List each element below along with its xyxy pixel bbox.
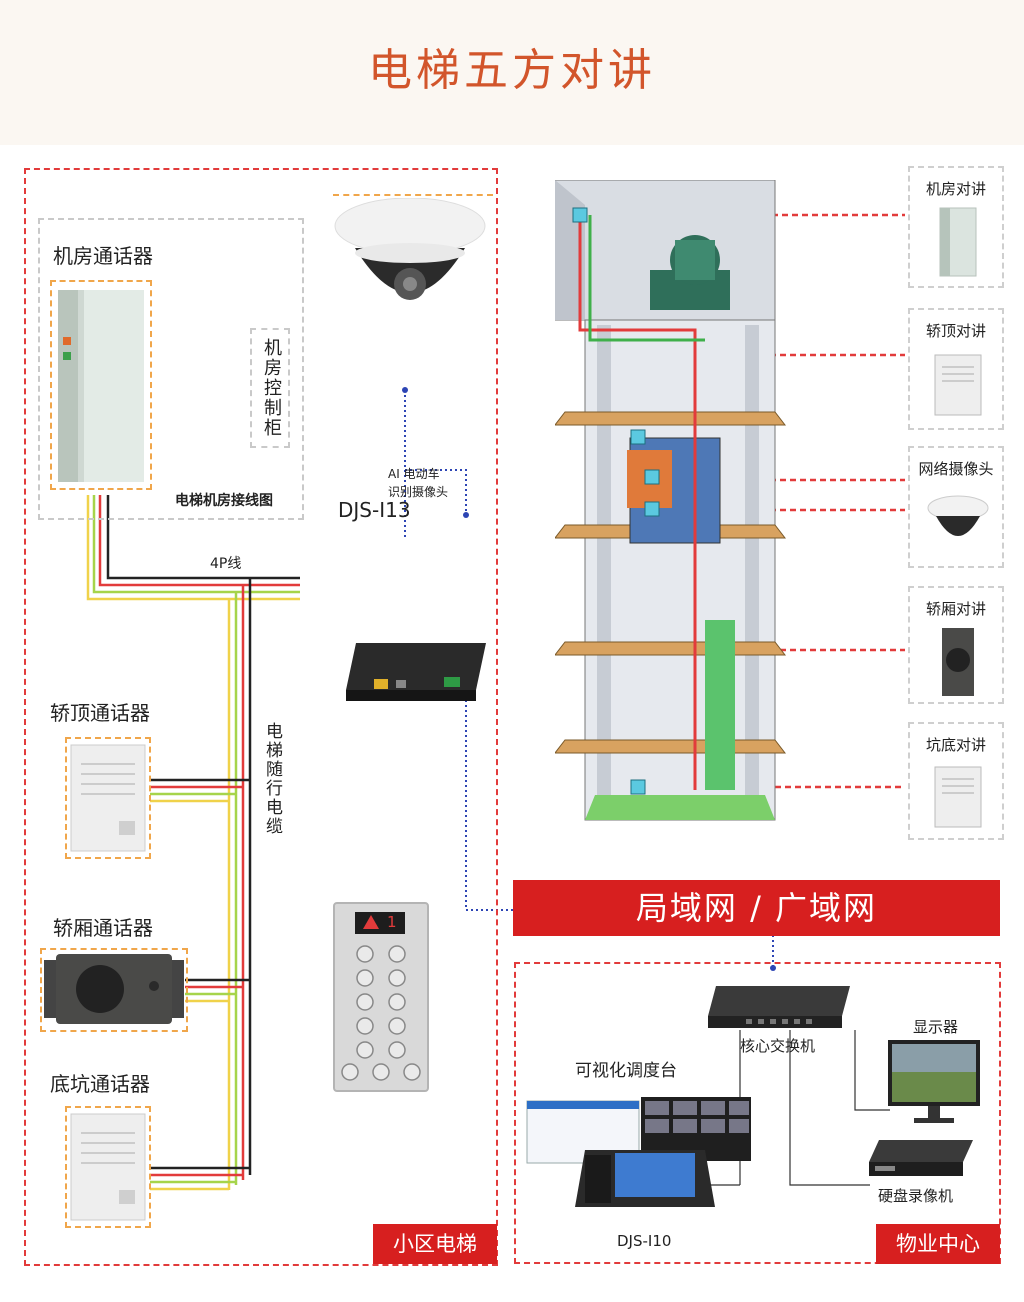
console-label: 可视化调度台 — [575, 1061, 677, 1081]
car-phone-device — [40, 948, 188, 1032]
travel-cable-label: 电梯随行电缆 — [262, 722, 282, 836]
elevator-button-panel: 1 — [333, 902, 429, 1092]
community-elevator-panel — [24, 168, 498, 1266]
network-banner: 局域网 / 广域网 — [513, 880, 1000, 936]
right-device-pit: 坑底对讲 — [908, 722, 1004, 840]
pit-intercom-icon — [934, 766, 982, 828]
right-device-label: 轿厢对讲 — [925, 600, 986, 618]
right-device-car: 轿厢对讲 — [908, 586, 1004, 704]
dispatch-console-icon — [526, 1097, 751, 1207]
machine-room-phone-label: 机房通话器 — [53, 244, 153, 268]
right-device-label: 网络摄像头 — [918, 460, 994, 478]
car-intercom-icon — [942, 628, 974, 696]
floor-number: 1 — [387, 913, 397, 931]
machine-room-phone-icon — [58, 290, 144, 482]
car-top-phone-label: 轿顶通话器 — [50, 701, 150, 725]
phone-model-label: DJS-I10 — [617, 1232, 672, 1250]
camera-caption-line2: 识别摄像头 — [388, 485, 449, 499]
car-phone-icon — [44, 954, 184, 1024]
network-gateway-icon — [346, 643, 486, 701]
monitor-label: 显示器 — [913, 1018, 959, 1036]
right-device-car-top: 轿顶对讲 — [908, 308, 1004, 430]
page-title: 电梯五方对讲 — [368, 45, 656, 96]
right-device-network-camera: 网络摄像头 — [908, 446, 1004, 568]
right-device-machine-room: 机房对讲 — [908, 166, 1004, 288]
property-center-panel — [514, 962, 1001, 1264]
camera-frame-top — [333, 194, 493, 196]
community-elevator-tag: 小区电梯 — [373, 1224, 497, 1264]
camera-model: DJS-I13 — [338, 498, 411, 522]
nvr-label: 硬盘录像机 — [878, 1187, 954, 1205]
elevator-shaft-illustration — [555, 180, 787, 821]
nvr-icon — [869, 1140, 973, 1176]
pit-phone-device — [65, 1106, 151, 1228]
pit-phone-icon — [70, 1113, 146, 1221]
car-top-intercom-icon — [934, 354, 982, 416]
right-device-label: 坑底对讲 — [925, 736, 986, 754]
wiring-caption: 电梯机房接线图 — [175, 493, 273, 509]
control-cabinet-box: 机房控制柜 — [250, 328, 290, 448]
monitor-icon — [888, 1040, 980, 1123]
header-band — [0, 0, 1024, 145]
machine-room-intercom-icon — [939, 207, 977, 277]
network-camera-icon — [927, 495, 989, 536]
car-top-phone-device — [65, 737, 151, 859]
floor-buttons — [341, 945, 421, 1081]
dome-camera-icon — [334, 198, 486, 300]
right-device-label: 轿顶对讲 — [925, 322, 986, 340]
core-switch-label: 核心交换机 — [740, 1037, 816, 1055]
cable-4p-label: 4P线 — [210, 556, 242, 572]
car-top-phone-icon — [70, 744, 146, 852]
car-phone-label: 轿厢通话器 — [53, 916, 153, 940]
control-cabinet-label: 机房控制柜 — [261, 338, 282, 438]
right-device-label: 机房对讲 — [925, 180, 986, 198]
pit-phone-label: 底坑通话器 — [50, 1072, 150, 1096]
machine-room-wiring-box — [38, 218, 304, 520]
machine-room-phone-device — [50, 280, 152, 490]
arrow-up-icon — [363, 915, 379, 929]
core-switch-icon — [708, 986, 850, 1028]
camera-caption-line1: AI 电动车 — [388, 467, 440, 481]
camera-caption: AI 电动车 识别摄像头 — [388, 465, 448, 501]
property-center-tag: 物业中心 — [876, 1224, 1000, 1264]
floor-display: 1 — [355, 912, 405, 934]
